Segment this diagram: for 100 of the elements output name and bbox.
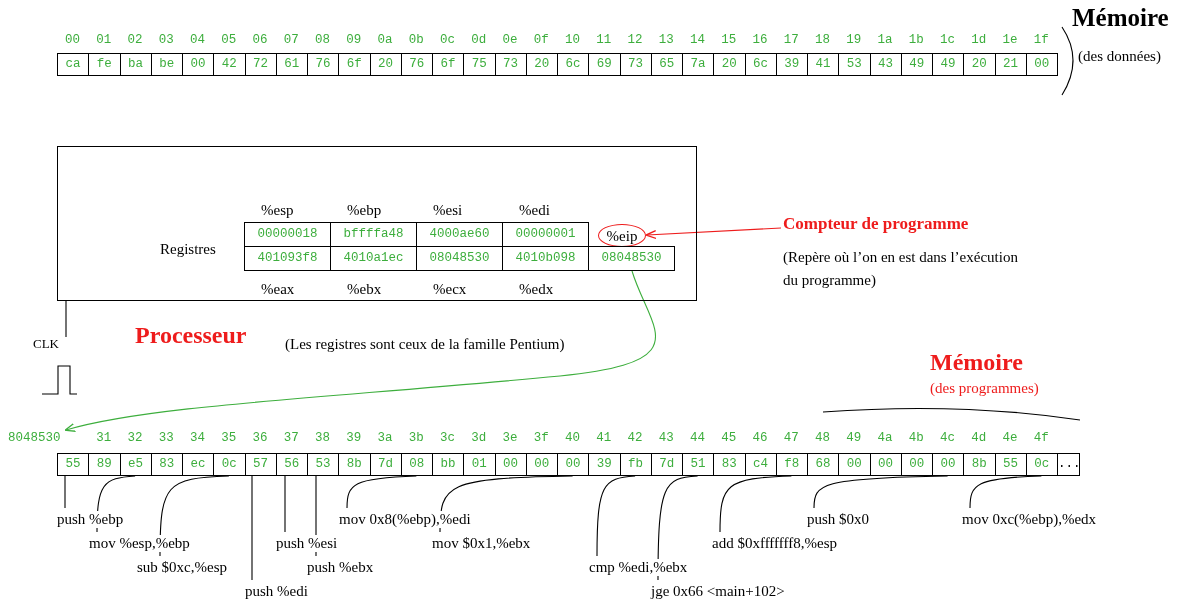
memory-cell: 20 xyxy=(369,53,402,76)
memory-cell: 56 xyxy=(275,453,308,476)
memory-cell: 76 xyxy=(307,53,340,76)
register-cell: 00000001 xyxy=(502,222,589,247)
memory-cell: 49 xyxy=(900,53,933,76)
address-label: 16 xyxy=(751,33,769,48)
memory-cell: 00 xyxy=(838,453,871,476)
instruction-text: mov %esp,%ebp xyxy=(89,535,190,553)
memory-cell: 00 xyxy=(900,453,933,476)
instruction-text: push $0x0 xyxy=(807,511,870,529)
address-label: 19 xyxy=(845,33,863,48)
instruction-text: mov 0x8(%ebp),%edi xyxy=(339,511,471,529)
memory-cell: 0c xyxy=(1025,453,1058,476)
instruction-text: push %esi xyxy=(276,535,338,553)
memory-cell: fb xyxy=(619,453,652,476)
leader-line xyxy=(813,475,949,509)
address-label: 4f xyxy=(1032,431,1050,446)
address-label: 8048530 xyxy=(8,431,61,446)
memory-heading: Mémoire xyxy=(1072,4,1169,33)
address-label: 17 xyxy=(782,33,800,48)
arrow xyxy=(64,270,656,433)
memory-heading: Mémoire xyxy=(930,349,1023,377)
counter-title: Compteur de programme xyxy=(783,214,970,234)
address-label: 1f xyxy=(1032,33,1050,48)
processor-title: Processeur xyxy=(135,322,247,350)
memory-cell: 49 xyxy=(932,53,965,76)
address-label: 1c xyxy=(939,33,957,48)
memory-cell: 01 xyxy=(463,453,496,476)
memory-cell: 6f xyxy=(432,53,465,76)
memory-cell: 7a xyxy=(682,53,715,76)
memory-cell: 42 xyxy=(213,53,246,76)
register-cell: 00000018 xyxy=(244,222,331,247)
address-label: 36 xyxy=(251,431,269,446)
memory-cell: 6f xyxy=(338,53,371,76)
address-label: 46 xyxy=(751,431,769,446)
address-label: 04 xyxy=(189,33,207,48)
memory-subtitle: (des données) xyxy=(1078,48,1161,66)
leader-line xyxy=(284,475,286,533)
memory-cell: 68 xyxy=(807,453,840,476)
memory-subtitle: (des programmes) xyxy=(930,380,1039,398)
address-label: 47 xyxy=(782,431,800,446)
address-label: 40 xyxy=(564,431,582,446)
instruction-text: push %ebp xyxy=(57,511,124,529)
register-name: %eax xyxy=(261,281,295,299)
memory-cell: ba xyxy=(119,53,152,76)
instruction-text: cmp %edi,%ebx xyxy=(589,559,688,577)
memory-cell: 6c xyxy=(557,53,590,76)
address-label: 0e xyxy=(501,33,519,48)
address-label: 1d xyxy=(970,33,988,48)
address-label: 31 xyxy=(95,431,113,446)
address-label: 4d xyxy=(970,431,988,446)
memory-cell: 8b xyxy=(338,453,371,476)
memory-cell: 00 xyxy=(932,453,965,476)
register-cell: 401093f8 xyxy=(244,246,331,271)
address-label: 33 xyxy=(157,431,175,446)
memory-cell: 20 xyxy=(713,53,746,76)
memory-cell: 65 xyxy=(650,53,683,76)
memory-cell: e5 xyxy=(119,453,152,476)
register-name: %ecx xyxy=(433,281,467,299)
address-label: 48 xyxy=(814,431,832,446)
leader-line xyxy=(64,475,66,509)
address-label: 13 xyxy=(657,33,675,48)
memory-cell: 00 xyxy=(557,453,590,476)
processor-note: (Les registres sont ceux de la famille Pentium) xyxy=(285,336,565,354)
leader-line xyxy=(657,475,699,581)
memory-cell: 00 xyxy=(494,453,527,476)
counter-note: (Repère où l’on en est dans l’exécution du programme) xyxy=(783,247,1019,290)
address-label: 0b xyxy=(407,33,425,48)
address-label: 0d xyxy=(470,33,488,48)
clock-label: CLK xyxy=(33,337,59,352)
register-name: %edx xyxy=(519,281,554,299)
address-label: 14 xyxy=(689,33,707,48)
address-label: 4e xyxy=(1001,431,1019,446)
memory-cell: 39 xyxy=(775,53,808,76)
memory-cell: 53 xyxy=(838,53,871,76)
memory-cell: 00 xyxy=(869,453,902,476)
memory-cell: 20 xyxy=(525,53,558,76)
memory-cell: be xyxy=(150,53,183,76)
address-label: 1b xyxy=(907,33,925,48)
memory-cell: 76 xyxy=(400,53,433,76)
register-name: %ebp xyxy=(347,202,382,220)
memory-cell: 61 xyxy=(275,53,308,76)
instruction-text: sub $0xc,%esp xyxy=(137,559,227,577)
memory-cell: 43 xyxy=(869,53,902,76)
memory-cell: 0c xyxy=(213,453,246,476)
registers-label: Registres xyxy=(160,241,216,259)
address-label: 32 xyxy=(126,431,144,446)
address-label: 42 xyxy=(626,431,644,446)
register-cell: 08048530 xyxy=(588,246,675,271)
memory-cell: 7d xyxy=(650,453,683,476)
address-label: 3a xyxy=(376,431,394,446)
leader-line xyxy=(969,475,1042,509)
arrow xyxy=(645,227,782,240)
memory-cell: f8 xyxy=(775,453,808,476)
address-label: 1e xyxy=(1001,33,1019,48)
ellipsis-cell: ... xyxy=(1057,453,1080,476)
memory-cell: 73 xyxy=(619,53,652,76)
leader-line xyxy=(159,475,230,557)
leader-line xyxy=(596,475,636,557)
address-label: 34 xyxy=(189,431,207,446)
